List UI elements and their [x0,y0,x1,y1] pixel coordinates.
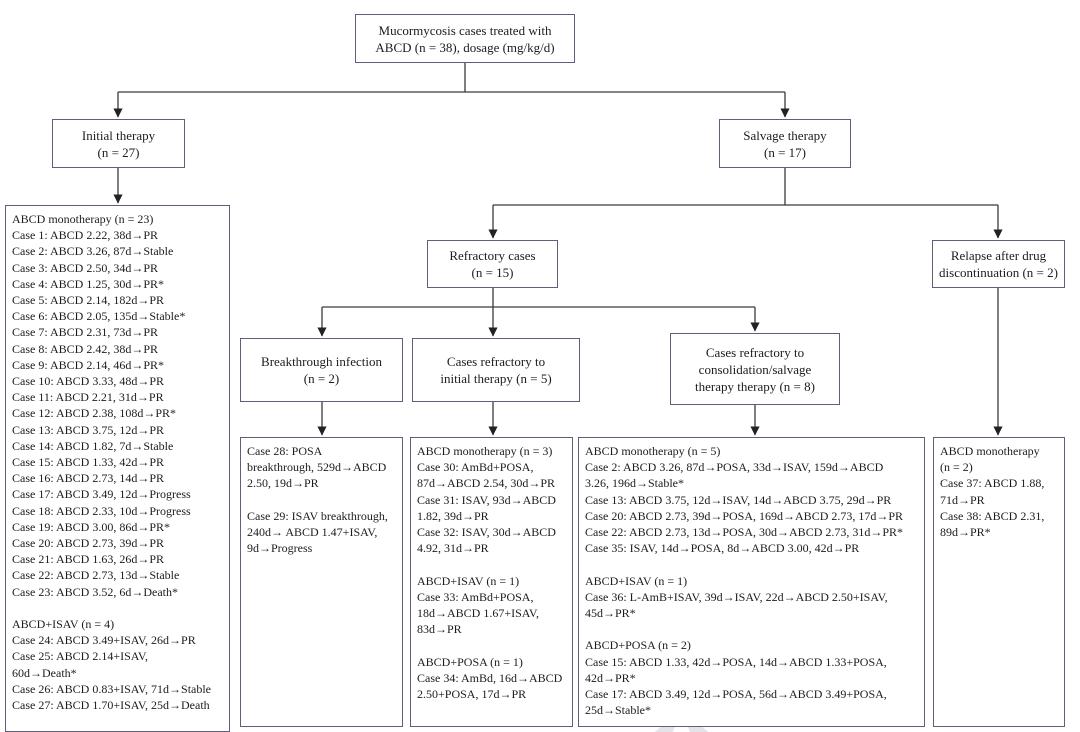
detail-box-initial-therapy-cases-text: ABCD monotherapy (n = 23) Case 1: ABCD 2… [12,212,212,713]
flow-node-salvage-therapy: Salvage therapy (n = 17) [719,119,851,168]
flow-node-refractory-cases-label: Refractory cases (n = 15) [449,248,536,280]
detail-box-refractory-consolidation-cases: ABCD monotherapy (n = 5) Case 2: ABCD 3.… [578,437,925,727]
flow-node-refractory-consolidation-label: Cases refractory to consolidation/salvag… [695,344,815,394]
flow-node-relapse: Relapse after drug discontinuation (n = … [932,240,1065,288]
flow-node-salvage-therapy-label: Salvage therapy (n = 17) [743,127,827,160]
detail-box-refractory-initial-cases-text: ABCD monotherapy (n = 3) Case 30: AmBd+P… [417,444,563,702]
flow-node-refractory-cases: Refractory cases (n = 15) [427,240,558,288]
flow-node-refractory-initial: Cases refractory to initial therapy (n =… [412,338,580,402]
flow-node-initial-therapy-label: Initial therapy (n = 27) [81,127,156,160]
detail-box-initial-therapy-cases: ABCD monotherapy (n = 23) Case 1: ABCD 2… [5,205,230,732]
flow-node-breakthrough-infection-label: Breakthrough infection (n = 2) [261,354,382,386]
flow-node-root-label: Mucormycosis cases treated with ABCD (n … [375,22,555,55]
flow-node-breakthrough-infection: Breakthrough infection (n = 2) [240,338,403,402]
flow-node-refractory-consolidation: Cases refractory to consolidation/salvag… [670,333,840,405]
detail-box-refractory-initial-cases: ABCD monotherapy (n = 3) Case 30: AmBd+P… [410,437,573,727]
flow-node-root: Mucormycosis cases treated with ABCD (n … [355,14,575,63]
detail-box-breakthrough-cases: Case 28: POSA breakthrough, 529d→ABCD 2.… [240,437,403,727]
flow-node-initial-therapy: Initial therapy (n = 27) [52,119,185,168]
detail-box-breakthrough-cases-text: Case 28: POSA breakthrough, 529d→ABCD 2.… [247,444,388,556]
detail-box-relapse-cases: ABCD monotherapy (n = 2) Case 37: ABCD 1… [933,437,1065,727]
detail-box-relapse-cases-text: ABCD monotherapy (n = 2) Case 37: ABCD 1… [940,444,1045,540]
detail-box-refractory-consolidation-cases-text: ABCD monotherapy (n = 5) Case 2: ABCD 3.… [585,444,904,718]
flow-node-refractory-initial-label: Cases refractory to initial therapy (n =… [440,354,552,386]
flow-node-relapse-label: Relapse after drug discontinuation (n = … [939,248,1058,280]
